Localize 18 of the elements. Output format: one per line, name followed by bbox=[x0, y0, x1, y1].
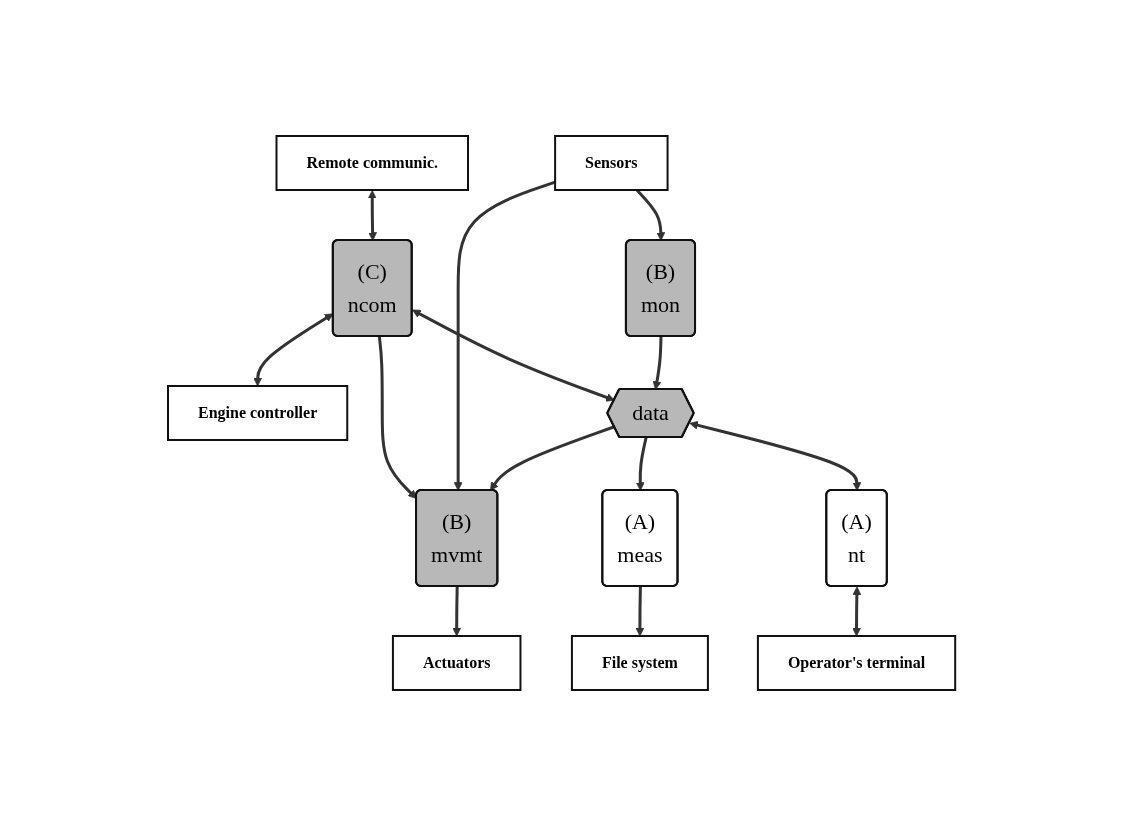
arrow bbox=[367, 189, 377, 241]
arrow bbox=[652, 335, 663, 390]
arrow bbox=[635, 436, 648, 491]
arrow bbox=[489, 424, 615, 491]
arrow bbox=[635, 188, 666, 241]
node-box: Engine controller bbox=[166, 384, 349, 441]
node-box: Actuators bbox=[391, 634, 522, 691]
node-box: Operator's terminal bbox=[756, 634, 957, 691]
arrow bbox=[412, 309, 615, 402]
arrow bbox=[689, 420, 862, 491]
arrow bbox=[635, 585, 645, 636]
arrow bbox=[852, 586, 862, 636]
arrow bbox=[452, 585, 461, 636]
node-box: File system bbox=[570, 634, 709, 691]
arrow bbox=[453, 180, 556, 491]
node-box: Sensors bbox=[554, 134, 669, 191]
arrow bbox=[377, 335, 417, 499]
node-box: Remote communic. bbox=[275, 134, 469, 191]
